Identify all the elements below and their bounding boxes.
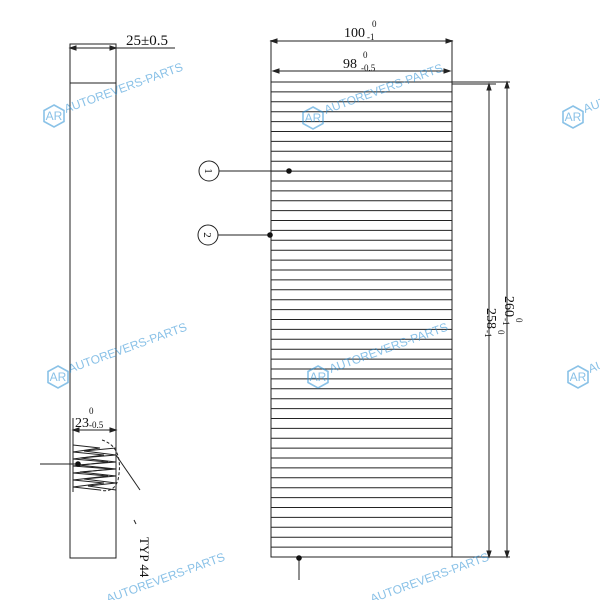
watermark-text: AUTOREVERS-PARTS — [327, 320, 450, 376]
inner-width-nominal: 98 — [343, 57, 357, 72]
watermark-logo: AR — [562, 105, 584, 129]
balloon-1-label: 1 — [202, 168, 214, 174]
side-inner-dim-lower: -0.5 — [89, 420, 104, 430]
watermark-logo: AR — [47, 365, 69, 389]
side-width-label: 25±0.5 — [126, 33, 168, 49]
watermark-text: AUTOREVERS-PARTS — [62, 60, 185, 116]
pleat-detail — [72, 439, 141, 492]
watermark-text: AUTOREVERS-PARTS — [104, 550, 227, 600]
inner-width-upper: 0 — [363, 50, 368, 60]
side-inner-dim-upper: 0 — [89, 406, 94, 416]
side-inner-dim-nominal: 23 — [75, 416, 89, 431]
watermark-text: AUTOREVERS-PARTS — [586, 320, 600, 376]
pleat-lines — [271, 91, 452, 548]
side-note-typ: TYP 44 — [137, 537, 152, 578]
outer-width-lower: -1 — [367, 32, 375, 42]
svg-text:AR: AR — [565, 110, 582, 124]
balloon-2-label: 2 — [201, 232, 213, 238]
watermark-text: AUTOREVERS-PARTS — [66, 320, 189, 376]
watermark-logo: AR — [567, 365, 589, 389]
svg-text:AR: AR — [310, 370, 327, 384]
outer-width-upper: 0 — [372, 19, 377, 29]
inner-height-nominal: 258 — [483, 308, 498, 329]
inner-height-upper: 0 — [496, 330, 506, 335]
pleat-leader-dot — [75, 461, 81, 467]
svg-text:AR: AR — [50, 370, 67, 384]
side-view-outline — [69, 43, 117, 559]
balloon-1: 1 — [198, 160, 292, 182]
watermark-logo: AR — [302, 106, 324, 130]
watermark-logo: AR — [43, 104, 65, 128]
balloon-2: 2 — [197, 224, 273, 246]
watermark-text: AUTOREVERS-PARTS — [322, 61, 445, 117]
outer-height-nominal: 260 — [501, 296, 516, 317]
svg-text:AR: AR — [46, 109, 63, 123]
inner-width-lower: -0.5 — [361, 63, 376, 73]
inner-height-lower: -1 — [483, 330, 493, 338]
bottom-leader-dot — [296, 555, 302, 561]
front-view — [269, 38, 510, 580]
watermark-logo: AR — [307, 365, 329, 389]
outer-height-lower: -1 — [501, 318, 511, 326]
outer-height-upper: 0 — [514, 318, 524, 323]
watermark-text: AUTOREVERS-PARTS — [581, 60, 600, 116]
side-view — [40, 43, 175, 559]
svg-text:AR: AR — [570, 370, 587, 384]
svg-text:AR: AR — [305, 111, 322, 125]
outer-width-nominal: 100 — [344, 26, 365, 41]
